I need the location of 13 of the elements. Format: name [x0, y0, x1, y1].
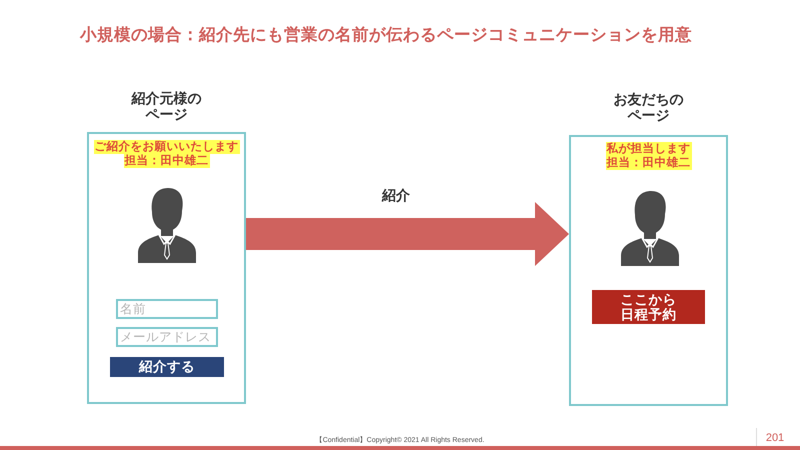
highlighted-text: 担当：田中雄二	[124, 154, 210, 168]
highlighted-text: ご紹介をお願いいたします	[94, 140, 240, 154]
highlighted-text: 担当：田中雄二	[606, 156, 692, 170]
slide-title: 小規模の場合：紹介先にも営業の名前が伝わるページコミュニケーションを用意	[80, 24, 692, 46]
page-heading: お友だちのページ	[612, 91, 684, 123]
submit-button: 紹介する	[110, 357, 224, 377]
highlighted-text: 私が担当します	[606, 142, 692, 156]
page-number: 201	[766, 432, 784, 446]
arrow	[246, 202, 569, 266]
input-field: メールアドレス	[116, 327, 218, 347]
input-field: 名前	[116, 299, 218, 319]
booking-button: ここから日程予約	[592, 290, 705, 324]
page-heading: 紹介元様のページ	[130, 90, 202, 122]
